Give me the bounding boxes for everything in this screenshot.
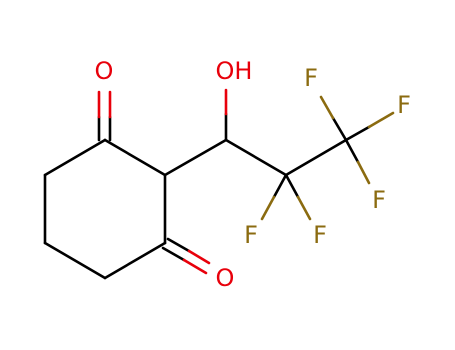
carbon-fluorine-bonds [260, 95, 395, 221]
fluorine-label-cf3-bottom: F [372, 186, 386, 214]
bond-c3-o2-a-red [182, 258, 208, 275]
bond-c9-f3-brown [356, 160, 371, 185]
oxygen-label-ketone-bottom: O [216, 264, 235, 292]
bond-c8-f5-black [284, 173, 300, 199]
bond-c7-c8 [224, 138, 288, 177]
bond-c9-f2-brown [367, 111, 395, 129]
side-chain-bonds [163, 88, 348, 177]
bond-c9-f3-black [344, 138, 360, 164]
bond-c9-f1-brown [319, 95, 335, 120]
bond-c2-c7 [163, 138, 228, 177]
hydroxyl-label: OH [216, 57, 253, 85]
fluorine-label-cf2-left: F [244, 221, 258, 249]
double-bond-c1-o1 [97, 90, 112, 142]
ring-bonds [43, 138, 167, 280]
bond-c8-f4-black [272, 173, 288, 199]
fluorine-label-cf3-right: F [397, 91, 411, 119]
fluorine-label-cf2-right: F [313, 221, 327, 249]
atom-labels: O O OH F F F F F [95, 57, 411, 292]
bond-c3-o2-b-black [166, 237, 191, 253]
bond-c6-c1 [43, 138, 107, 177]
bond-c3-o2-b-red [187, 249, 211, 265]
bond-c9-f2-black [344, 125, 371, 142]
bond-c1-c2 [103, 138, 167, 177]
bond-c8-f5-brown [296, 195, 312, 221]
bond-c8-f4-brown [260, 195, 276, 221]
bond-c9-f1-black [331, 116, 348, 142]
bond-c3-o2-a-black [161, 246, 186, 262]
oxygen-label-ketone-top: O [95, 57, 114, 85]
bond-c8-c9 [284, 138, 348, 177]
double-bond-c3-o2 [161, 237, 211, 275]
fluorine-label-cf3-top: F [304, 64, 318, 92]
bond-c4-c5 [43, 241, 107, 280]
bond-c3-c4 [103, 241, 167, 280]
